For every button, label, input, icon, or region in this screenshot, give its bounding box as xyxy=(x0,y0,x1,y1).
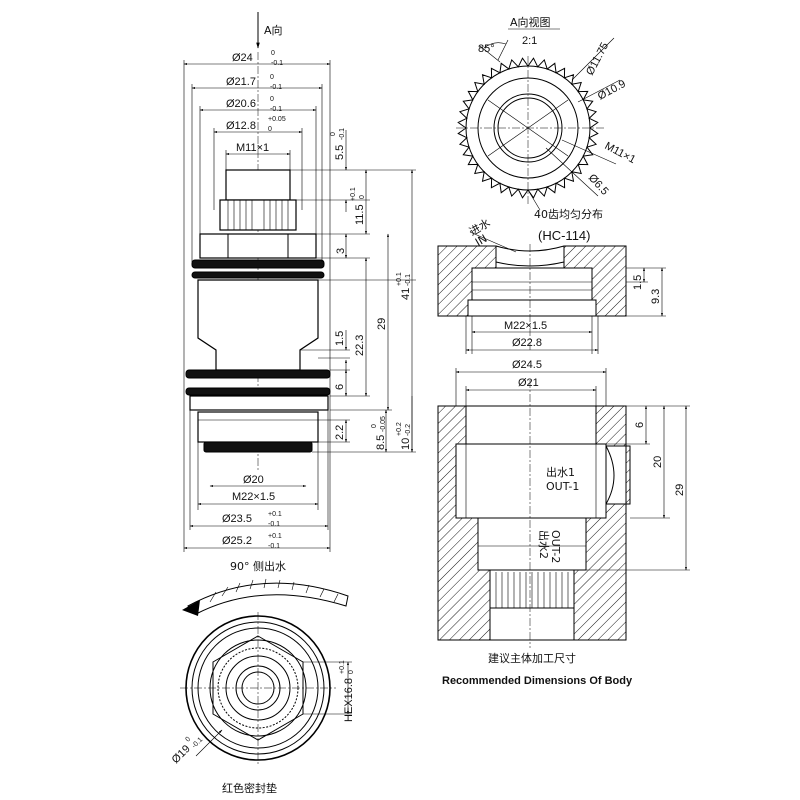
svg-text:-0.1: -0.1 xyxy=(191,736,205,750)
svg-text:+0.1: +0.1 xyxy=(396,272,403,286)
dim-hex16-8: HEX16.8 xyxy=(343,678,355,722)
bottom-view: HEX16.8 +0.1 0 Ø19 0 -0.1 红色密封垫 xyxy=(170,578,355,795)
dim-h8-5: 8.5 xyxy=(375,435,387,450)
dim-h3: 3 xyxy=(335,248,347,254)
main-view: A向 Ø2 xyxy=(183,12,416,573)
svg-text:+0.1: +0.1 xyxy=(268,511,282,518)
out2-cn: 出水2 xyxy=(537,530,551,559)
body-note-en: Recommended Dimensions Of Body xyxy=(442,675,633,687)
svg-text:0: 0 xyxy=(270,74,274,81)
svg-text:0: 0 xyxy=(348,670,355,674)
side-outlet-label: 90° 侧出水 xyxy=(230,559,286,573)
svg-text:0: 0 xyxy=(330,132,337,136)
dim-body-d24-5: Ø24.5 xyxy=(512,359,542,371)
dim-h2-2: 2.2 xyxy=(334,425,346,440)
svg-text:+0.05: +0.05 xyxy=(268,116,286,123)
dim-h1-5: 1.5 xyxy=(334,331,346,346)
stem-knurl xyxy=(219,199,297,231)
svg-text:0: 0 xyxy=(268,126,272,133)
dim-d21-7: Ø21.7 xyxy=(226,76,256,88)
stem-top xyxy=(225,169,291,201)
dim-h11-5: 11.5 xyxy=(354,204,366,225)
dim-d25-2: Ø25.2 xyxy=(222,535,252,547)
dim-top-m22: M22×1.5 xyxy=(504,320,547,332)
section-top: (HC-114) 进水 IN 1.5 9.3 M22×1.5 Ø22 xyxy=(437,216,666,354)
svg-text:-0.1: -0.1 xyxy=(270,106,282,113)
red-seal-label: 红色密封垫 xyxy=(222,781,277,795)
dim-d10-9: Ø10.9 xyxy=(596,78,628,103)
section-body: Ø24.5 Ø21 出水1 OUT-1 xyxy=(437,359,690,687)
view-a-title: A向视图 xyxy=(510,15,551,29)
dim-h5-5: 5.5 xyxy=(334,145,346,160)
dim-h22-3: 22.3 xyxy=(354,335,366,356)
view-a-scale: 2:1 xyxy=(522,35,537,47)
inlet-en: IN xyxy=(473,232,489,249)
dim-h6: 6 xyxy=(334,384,346,390)
dim-body-h20: 20 xyxy=(652,456,664,468)
dim-top-h1-5: 1.5 xyxy=(632,275,644,290)
valve-body xyxy=(197,279,319,371)
dim-body-d21: Ø21 xyxy=(518,377,539,389)
dim-h10: 10 xyxy=(400,438,412,450)
right-dimensions: 5.5 0 -0.1 11.5 +0.1 0 3 41 +0.1 -0.1 xyxy=(290,128,416,453)
dim-d19: Ø19 xyxy=(170,743,193,766)
model-label: (HC-114) xyxy=(538,228,591,243)
dim-h29: 29 xyxy=(376,318,388,330)
direction-a-label: A向 xyxy=(264,23,283,37)
svg-text:+0.1: +0.1 xyxy=(339,660,346,674)
dim-d12-8: Ø12.8 xyxy=(226,120,256,132)
svg-text:-0.1: -0.1 xyxy=(268,521,280,528)
dim-body-h6: 6 xyxy=(634,422,646,428)
dim-angle-85: 85° xyxy=(478,43,495,55)
dim-d20: Ø20 xyxy=(243,474,264,486)
dim-d24: Ø24 xyxy=(232,52,253,64)
svg-text:0: 0 xyxy=(270,96,274,103)
dim-m22: M22×1.5 xyxy=(232,491,275,503)
top-dimensions: Ø24 0 -0.1 Ø21.7 0 -0.1 Ø20.6 0 -0.1 Ø12… xyxy=(183,50,331,400)
hex-nut xyxy=(199,233,317,259)
body-note-cn: 建议主体加工尺寸 xyxy=(488,651,576,665)
out1-en: OUT-1 xyxy=(546,480,579,493)
svg-text:0: 0 xyxy=(271,50,275,57)
svg-text:-0.1: -0.1 xyxy=(339,128,346,140)
dim-top-d22-8: Ø22.8 xyxy=(512,337,542,349)
svg-text:-0.1: -0.1 xyxy=(268,543,280,550)
svg-text:-0.1: -0.1 xyxy=(270,84,282,91)
svg-text:-0.2: -0.2 xyxy=(405,424,412,436)
dim-d11-75: Ø11.75 xyxy=(584,41,611,78)
svg-text:-0.1: -0.1 xyxy=(405,274,412,286)
dim-m11: M11×1 xyxy=(236,142,269,154)
dim-d6-5: Ø6.5 xyxy=(586,172,611,198)
out2-en: OUT-2 xyxy=(549,530,562,563)
svg-text:0: 0 xyxy=(184,736,192,744)
dim-d20-6: Ø20.6 xyxy=(226,98,256,110)
dim-top-h9-3: 9.3 xyxy=(650,289,662,304)
dim-m11-a: M11×1 xyxy=(603,140,638,166)
out1-cn: 出水1 xyxy=(546,465,575,479)
svg-text:0: 0 xyxy=(371,424,378,428)
dim-d23-5: Ø23.5 xyxy=(222,513,252,525)
svg-text:+0.1: +0.1 xyxy=(350,187,357,201)
bottom-dimensions: Ø20 M22×1.5 Ø23.5 +0.1 -0.1 Ø25.2 +0.1 -… xyxy=(183,400,331,552)
view-a: A向视图 2:1 85° Ø11.75 Ø10.9 M11×1 Ø6.5 40齿… xyxy=(456,15,637,221)
svg-text:0: 0 xyxy=(359,195,366,199)
svg-text:+0.1: +0.1 xyxy=(268,533,282,540)
dim-body-h29: 29 xyxy=(674,484,686,496)
dim-h41: 41 xyxy=(400,288,412,300)
svg-text:-0.05: -0.05 xyxy=(380,416,387,432)
teeth-note: 40齿均匀分布 xyxy=(534,208,603,221)
svg-text:+0.2: +0.2 xyxy=(396,422,403,436)
svg-text:-0.1: -0.1 xyxy=(271,60,283,67)
